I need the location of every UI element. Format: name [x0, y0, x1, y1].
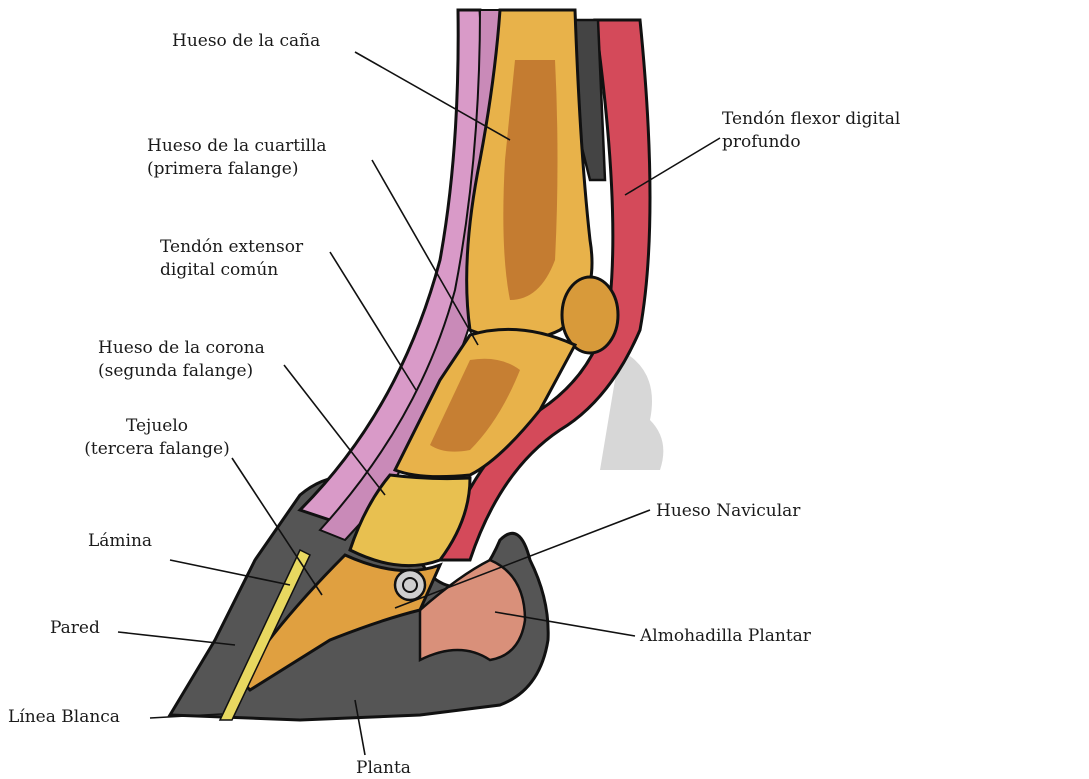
label-tejuelo-1: Tejuelo	[72, 415, 242, 437]
label-almohadilla: Almohadilla Plantar	[640, 625, 811, 647]
label-extensor-2: digital común	[160, 259, 278, 281]
label-flexor-2: profundo	[722, 131, 801, 153]
label-linea-blanca: Línea Blanca	[8, 706, 120, 728]
label-cana: Hueso de la caña	[172, 30, 320, 52]
label-navicular: Hueso Navicular	[656, 500, 800, 522]
label-lamina: Lámina	[88, 530, 152, 552]
label-flexor-1: Tendón flexor digital	[722, 108, 900, 130]
label-tejuelo-2: (tercera falange)	[72, 438, 242, 460]
label-cuartilla-1: Hueso de la cuartilla	[147, 135, 327, 157]
label-corona-2: (segunda falange)	[98, 360, 253, 382]
cannon-marrow	[503, 60, 557, 300]
label-extensor-1: Tendón extensor	[160, 236, 303, 258]
label-pared: Pared	[50, 617, 100, 639]
navicular-bone	[395, 570, 425, 600]
label-cuartilla-2: (primera falange)	[147, 158, 298, 180]
label-corona-1: Hueso de la corona	[98, 337, 265, 359]
